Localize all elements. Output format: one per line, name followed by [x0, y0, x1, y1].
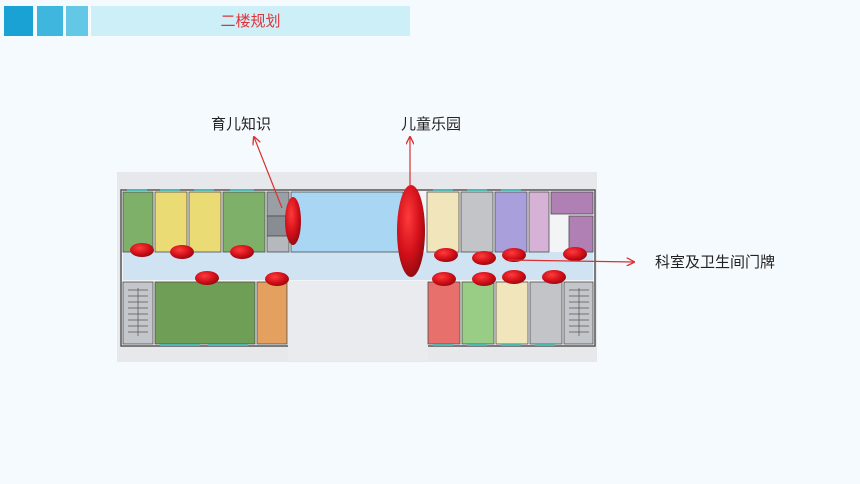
marker-doorplate	[502, 248, 526, 262]
room	[154, 281, 256, 345]
marker-doorplate	[472, 251, 496, 265]
marker-doorplate	[542, 270, 566, 284]
room	[460, 191, 494, 253]
marker-doorplate	[195, 271, 219, 285]
arrow-parenting	[254, 137, 283, 209]
header-accent-square	[66, 6, 88, 36]
room	[461, 281, 495, 345]
callout-arrows	[254, 137, 634, 262]
room	[550, 191, 594, 215]
stairs-icon	[128, 288, 148, 336]
marker-doorplate	[472, 272, 496, 286]
marker-doorplate	[170, 245, 194, 259]
room	[426, 191, 460, 253]
header-accent-square	[37, 6, 63, 36]
room	[529, 281, 563, 345]
label-doorplates: 科室及卫生间门牌	[655, 253, 776, 271]
marker-doorplate	[230, 245, 254, 259]
marker-doorplate	[502, 270, 526, 284]
stairs-icon	[569, 288, 589, 336]
open-area	[288, 281, 428, 361]
stairwell	[563, 281, 594, 345]
room	[188, 191, 222, 253]
marker-doorplate	[432, 272, 456, 286]
header-accent-square	[4, 6, 33, 36]
marker-doorplate	[434, 248, 458, 262]
room	[154, 191, 188, 253]
marker-doorplate	[130, 243, 154, 257]
room	[494, 191, 528, 253]
page-title: 二楼规划	[220, 12, 281, 30]
play-hall	[290, 191, 404, 253]
room	[495, 281, 529, 345]
room	[256, 281, 288, 345]
room	[222, 191, 266, 253]
marker-doorplate	[563, 247, 587, 261]
room	[266, 235, 290, 253]
room	[427, 281, 461, 345]
marker-parenting	[285, 197, 301, 245]
marker-playground	[397, 185, 425, 277]
header-title-bar: 二楼规划	[91, 6, 410, 36]
room	[122, 191, 154, 253]
label-playground: 儿童乐园	[401, 115, 462, 133]
label-parenting: 育儿知识	[211, 115, 272, 133]
room	[568, 215, 594, 253]
window-strips	[127, 189, 555, 346]
arrow-doorplates	[507, 260, 634, 262]
marker-group	[130, 185, 587, 286]
marker-doorplate	[265, 272, 289, 286]
room	[528, 191, 550, 253]
slide-header: 二楼规划	[4, 6, 410, 36]
